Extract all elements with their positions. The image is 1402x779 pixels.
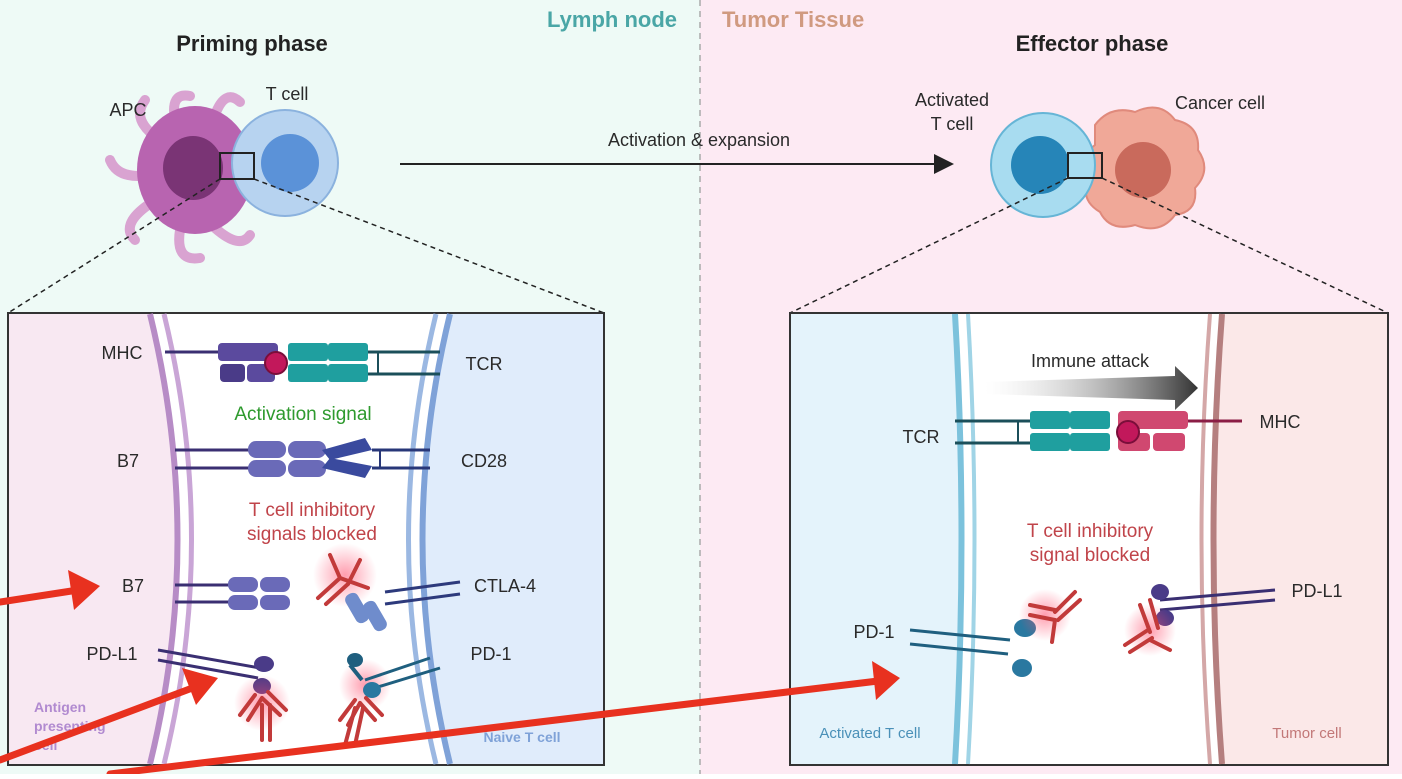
apc-label: APC (109, 100, 146, 120)
cancer-cell-illustration (1081, 106, 1206, 230)
left-pdl1-label: PD-L1 (86, 644, 137, 664)
right-pd1-label: PD-1 (853, 622, 894, 642)
annotation-arrowhead-b7 (68, 570, 100, 610)
annotation-arrow-pd1 (106, 677, 882, 778)
left-inhibitory-line1: T cell inhibitory (249, 500, 376, 521)
annotation-arrowhead-pdl1 (182, 668, 218, 705)
activated-t-cell-panel-label: Activated T cell (819, 725, 920, 742)
annotation-arrowhead-pd1 (872, 661, 900, 700)
left-inhibitory-line2: signals blocked (247, 524, 377, 545)
naive-t-cell-label: Naive T cell (483, 729, 560, 745)
activation-signal-label: Activation signal (234, 404, 371, 425)
activated-t-cell-label-line2: T cell (931, 114, 974, 134)
activated-t-cell-label-line1: Activated (915, 90, 989, 110)
priming-phase-title: Priming phase (176, 31, 328, 56)
tumor-tissue-title: Tumor Tissue (722, 7, 864, 32)
t-cell-label: T cell (266, 84, 309, 104)
left-detail-panel: MHC TCR Activation signal B7 CD28 T cell… (7, 312, 605, 766)
left-mhc-label: MHC (102, 343, 143, 363)
right-inhibitory-line2: signal blocked (1030, 545, 1150, 566)
annotation-arrow-b7 (0, 586, 82, 606)
cd28-label: CD28 (461, 451, 507, 471)
zoom-lines (7, 177, 1389, 314)
right-detail-panel: Immune attack TCR MHC T cell inhibitory … (789, 312, 1389, 766)
right-mhc-label: MHC (1260, 412, 1301, 432)
left-b7-top-label: B7 (117, 451, 139, 471)
left-b7-bottom-label: B7 (122, 576, 144, 596)
activated-t-cell-illustration (990, 112, 1096, 218)
apc-cell-illustration (105, 90, 255, 264)
immune-attack-label: Immune attack (1031, 351, 1150, 371)
tumor-cell-panel-label: Tumor cell (1272, 725, 1341, 742)
lymph-node-title: Lymph node (547, 7, 677, 32)
right-inhibitory-line1: T cell inhibitory (1027, 521, 1154, 542)
left-tcr-label: TCR (466, 354, 503, 374)
activation-expansion-label: Activation & expansion (608, 130, 790, 150)
right-pdl1-label: PD-L1 (1291, 581, 1342, 601)
right-tcr-label: TCR (903, 427, 940, 447)
effector-phase-title: Effector phase (1016, 31, 1169, 56)
annotation-arrows (0, 570, 900, 778)
ctla4-label: CTLA-4 (474, 576, 536, 596)
cancer-cell-label: Cancer cell (1175, 93, 1265, 113)
left-zoom-box (219, 152, 255, 180)
left-pd1-label: PD-1 (470, 644, 511, 664)
apc-cell-line1: Antigen (34, 699, 86, 715)
right-zoom-box (1067, 152, 1103, 179)
t-cell-illustration (231, 109, 339, 217)
annotation-arrow-pdl1 (0, 683, 199, 764)
